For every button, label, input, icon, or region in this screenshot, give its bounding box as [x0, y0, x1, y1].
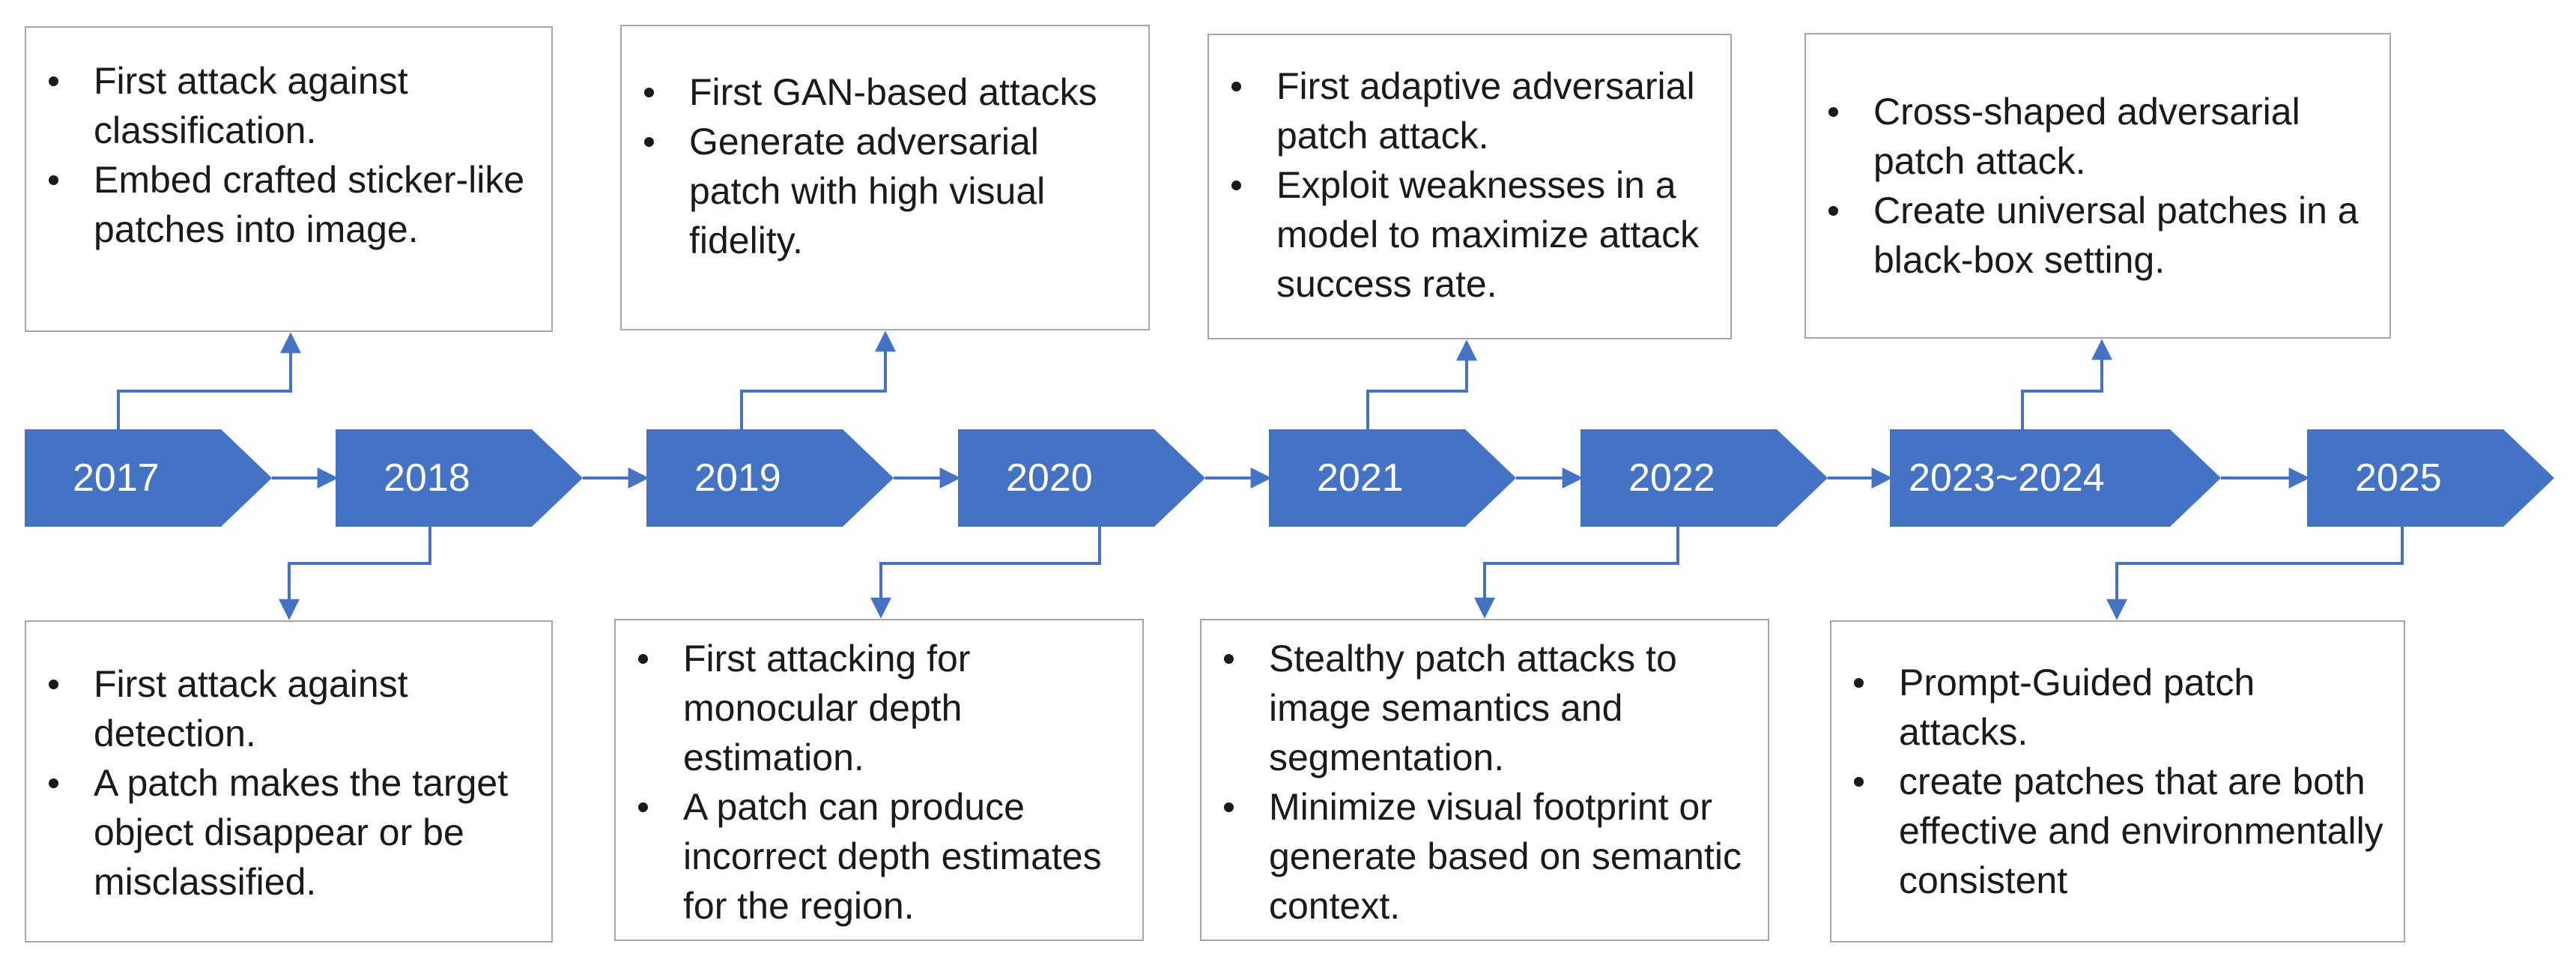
milestone-list: First GAN-based attacks Generate adversa… [637, 67, 1133, 265]
year-label-2023-2024: 2023~2024 [1909, 456, 2105, 500]
year-chevron-2021 [1269, 429, 1516, 527]
milestone-item: First GAN-based attacks [637, 67, 1133, 117]
milestone-item: Exploit weaknesses in a model to maximiz… [1224, 160, 1715, 309]
year-chevron-2023-2024 [1890, 429, 2221, 527]
year-chevron-2020 [958, 429, 1205, 527]
milestone-item: Stealthy patch attacks to image semantic… [1216, 634, 1753, 782]
milestone-item: Minimize visual footprint or generate ba… [1216, 782, 1753, 931]
milestone-item: Prompt-Guided patch attacks. [1846, 658, 2389, 757]
milestone-list: Prompt-Guided patch attacks. create patc… [1846, 658, 2389, 905]
year-chevron-2022 [1581, 429, 1828, 527]
milestone-item: Generate adversarial patch with high vis… [637, 117, 1133, 265]
year-label-2020: 2020 [1006, 456, 1093, 500]
year-label-2021: 2021 [1317, 456, 1404, 500]
milestone-box-2018: First attack against detection. A patch … [25, 620, 553, 943]
milestone-box-2022: Stealthy patch attacks to image semantic… [1200, 619, 1769, 941]
milestone-list: First adaptive adversarial patch attack.… [1224, 61, 1715, 309]
year-chevron-2017 [25, 429, 272, 527]
year-chevron-2018 [336, 429, 583, 527]
milestone-item: First adaptive adversarial patch attack. [1224, 61, 1715, 160]
connector-to-top-box [1366, 339, 1477, 429]
connector-to-top-box [740, 330, 896, 429]
milestone-box-2017: First attack against classification. Emb… [25, 26, 553, 332]
milestone-item: First attacking for monocular depth esti… [631, 634, 1127, 782]
milestone-item: create patches that are both effective a… [1846, 757, 2389, 905]
year-label-2022: 2022 [1628, 456, 1715, 500]
connector-to-bottom-box [2106, 527, 2404, 620]
milestone-item: A patch can produce incorrect depth esti… [631, 782, 1127, 931]
milestone-box-2020: First attacking for monocular depth esti… [614, 619, 1144, 941]
year-label-2019: 2019 [694, 456, 781, 500]
milestone-box-2023-2024: Cross-shaped adversarial patch attack. C… [1804, 33, 2391, 339]
milestone-list: First attacking for monocular depth esti… [631, 634, 1127, 931]
milestone-item: First attack against detection. [41, 659, 536, 758]
milestone-item: Cross-shaped adversarial patch attack. [1821, 87, 2375, 186]
connector-to-bottom-box [1474, 527, 1679, 619]
milestone-item: A patch makes the target object disappea… [41, 758, 536, 907]
connector-to-top-box [2021, 339, 2112, 429]
year-label-2018: 2018 [384, 456, 470, 500]
milestone-item: First attack against classification. [41, 56, 536, 155]
milestone-list: Cross-shaped adversarial patch attack. C… [1821, 87, 2375, 285]
milestone-list: First attack against classification. Emb… [41, 56, 536, 254]
milestone-list: First attack against detection. A patch … [41, 659, 536, 907]
connector-to-top-box [117, 332, 301, 429]
year-label-2025: 2025 [2355, 456, 2442, 500]
year-chevron-2025 [2307, 429, 2554, 527]
year-label-2017: 2017 [73, 456, 160, 500]
milestone-box-2019: First GAN-based attacks Generate adversa… [620, 25, 1150, 330]
milestone-item: Embed crafted sticker-like patches into … [41, 155, 536, 254]
connector-to-bottom-box [279, 527, 431, 620]
year-chevron-2019 [646, 429, 894, 527]
milestone-box-2021: First adaptive adversarial patch attack.… [1207, 34, 1732, 339]
milestone-box-2025: Prompt-Guided patch attacks. create patc… [1830, 620, 2405, 943]
milestone-item: Create universal patches in a black-box … [1821, 186, 2375, 285]
connector-to-bottom-box [870, 527, 1101, 619]
milestone-list: Stealthy patch attacks to image semantic… [1216, 634, 1753, 931]
